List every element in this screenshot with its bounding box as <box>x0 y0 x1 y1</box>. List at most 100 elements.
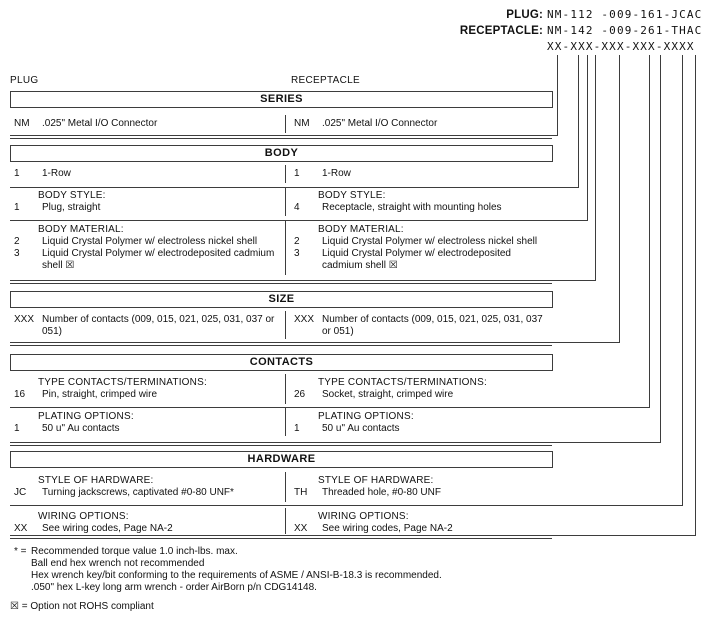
option-item: NM .025" Metal I/O Connector <box>294 118 556 130</box>
option-code: NM <box>14 118 30 129</box>
option-group-size: XXX Number of contacts (009, 015, 021, 0… <box>10 311 556 339</box>
option-desc: See wiring codes, Page NA-2 <box>322 523 453 534</box>
option-item: 1 1-Row <box>14 168 285 180</box>
option-desc: .025" Metal I/O Connector <box>42 118 158 129</box>
option-group-header: PLATING OPTIONS: <box>318 411 414 422</box>
plug-contact-type-cell: TYPE CONTACTS/TERMINATIONS: 16 Pin, stra… <box>10 374 285 404</box>
option-group-header: BODY STYLE: <box>318 190 386 201</box>
rohs-footnote-text: Option not ROHS compliant <box>30 601 154 612</box>
connector-plating <box>10 55 661 443</box>
receptacle-part-number-label: RECEPTACLE: <box>459 25 543 37</box>
option-desc: Liquid Crystal Polymer w/ electroless ni… <box>322 236 538 247</box>
receptacle-body-rows-cell: 1 1-Row <box>285 165 556 183</box>
plug-body-material-cell: BODY MATERIAL: 2 Liquid Crystal Polymer … <box>10 221 285 275</box>
option-code: TH <box>294 487 308 498</box>
option-item: TH Threaded hole, #0-80 UNF <box>294 487 556 499</box>
receptacle-body-style-cell: BODY STYLE: 4 Receptacle, straight with … <box>285 187 556 216</box>
option-desc: 1-Row <box>42 168 71 179</box>
option-desc: Threaded hole, #0-80 UNF <box>322 487 441 498</box>
part-number-pattern-value: XX-XXX-XXX-XXX-XXXX <box>547 40 695 53</box>
option-group-body-style: BODY STYLE: 1 Plug, straight BODY STYLE:… <box>10 187 556 216</box>
option-item: 16 Pin, straight, crimped wire <box>14 389 285 401</box>
option-code: 16 <box>14 389 26 400</box>
option-group-body-rows: 1 1-Row 1 1-Row <box>10 165 556 183</box>
rohs-footnote: ☒ = Option not ROHS compliant <box>10 601 154 612</box>
section-title-contacts: CONTACTS <box>10 354 553 371</box>
option-desc: Liquid Crystal Polymer w/ electroless ni… <box>42 236 258 247</box>
receptacle-plating-cell: PLATING OPTIONS: 1 50 u" Au contacts <box>285 408 556 436</box>
option-code: 1 <box>14 202 20 213</box>
option-item: 1 50 u" Au contacts <box>14 423 285 435</box>
option-desc: Number of contacts (009, 015, 021, 025, … <box>322 314 543 337</box>
option-group-header: BODY MATERIAL: <box>38 224 124 235</box>
option-code: 1 <box>14 168 20 179</box>
option-item: XX See wiring codes, Page NA-2 <box>294 523 556 535</box>
plug-part-number-row: PLUG: NM-112 -009-161-JCAC <box>400 8 702 22</box>
option-code: 2 <box>14 236 20 247</box>
option-item: 1 1-Row <box>294 168 556 180</box>
receptacle-contact-type-cell: TYPE CONTACTS/TERMINATIONS: 26 Socket, s… <box>285 374 556 404</box>
section-title-series: SERIES <box>10 91 553 108</box>
plug-column-header: PLUG <box>10 75 39 86</box>
connector-body-rows <box>10 55 579 188</box>
option-group-plating: PLATING OPTIONS: 1 50 u" Au contacts PLA… <box>10 408 556 436</box>
connector-body-style <box>10 55 588 221</box>
option-item: 4 Receptacle, straight with mounting hol… <box>294 202 556 214</box>
option-code: 26 <box>294 389 306 400</box>
plug-series-cell: NM .025" Metal I/O Connector <box>10 115 285 133</box>
plug-part-number-value: NM-112 -009-161-JCAC <box>547 8 703 21</box>
option-group-header: TYPE CONTACTS/TERMINATIONS: <box>318 377 487 388</box>
option-desc: Turning jackscrews, captivated #0-80 UNF… <box>42 487 234 498</box>
option-group-wiring: WIRING OPTIONS: XX See wiring codes, Pag… <box>10 508 556 534</box>
plug-size-cell: XXX Number of contacts (009, 015, 021, 0… <box>10 311 285 339</box>
connector-contact-type <box>10 55 650 408</box>
option-item: NM .025" Metal I/O Connector <box>14 118 285 130</box>
option-code: XX <box>14 523 28 534</box>
plug-plating-cell: PLATING OPTIONS: 1 50 u" Au contacts <box>10 408 285 436</box>
plug-part-number-label: PLUG: <box>506 9 543 21</box>
option-desc: 1-Row <box>322 168 351 179</box>
footnote-line: Ball end hex wrench not recommended <box>31 558 205 569</box>
connector-wiring <box>10 55 696 536</box>
option-code: 3 <box>14 248 20 259</box>
receptacle-body-material-cell: BODY MATERIAL: 2 Liquid Crystal Polymer … <box>285 221 556 275</box>
receptacle-size-cell: XXX Number of contacts (009, 015, 021, 0… <box>285 311 556 339</box>
option-code: XXX <box>294 314 315 325</box>
part-number-pattern-row: XX-XXX-XXX-XXX-XXXX <box>400 40 695 54</box>
option-group-contact-type: TYPE CONTACTS/TERMINATIONS: 16 Pin, stra… <box>10 374 556 404</box>
footnote-line: Hex wrench key/bit conforming to the req… <box>31 570 442 581</box>
option-desc: .025" Metal I/O Connector <box>322 118 438 129</box>
option-item: 3 Liquid Crystal Polymer w/ electrodepos… <box>14 248 285 272</box>
footnote-line: Recommended torque value 1.0 inch-lbs. m… <box>31 546 238 557</box>
option-item: 2 Liquid Crystal Polymer w/ electroless … <box>14 236 285 248</box>
footnote-line: .050" hex L-key long arm wrench - order … <box>31 582 317 593</box>
receptacle-wiring-cell: WIRING OPTIONS: XX See wiring codes, Pag… <box>285 508 556 534</box>
option-group-series: NM .025" Metal I/O Connector NM .025" Me… <box>10 115 556 133</box>
section-title-size: SIZE <box>10 291 553 308</box>
option-item: 1 50 u" Au contacts <box>294 423 556 435</box>
option-item: XX See wiring codes, Page NA-2 <box>14 523 285 535</box>
option-group-header: STYLE OF HARDWARE: <box>38 475 154 486</box>
plug-body-rows-cell: 1 1-Row <box>10 165 285 183</box>
option-group-header: BODY MATERIAL: <box>318 224 404 235</box>
option-item: 1 Plug, straight <box>14 202 285 214</box>
option-desc: Liquid Crystal Polymer w/ electrodeposit… <box>42 248 275 271</box>
option-code: 3 <box>294 248 300 259</box>
option-item: 3 Liquid Crystal Polymer w/ electrodepos… <box>294 248 556 272</box>
receptacle-column-header: RECEPTACLE <box>291 75 360 86</box>
option-group-header: PLATING OPTIONS: <box>38 411 134 422</box>
option-desc: Pin, straight, crimped wire <box>42 389 158 400</box>
footnote-asterisk: * = <box>14 546 27 557</box>
option-desc: Liquid Crystal Polymer w/ electrodeposit… <box>322 248 511 271</box>
option-desc: Plug, straight <box>42 202 101 213</box>
option-group-body-material: BODY MATERIAL: 2 Liquid Crystal Polymer … <box>10 221 556 275</box>
option-group-hardware-style: STYLE OF HARDWARE: JC Turning jackscrews… <box>10 472 556 502</box>
torque-footnote: * = Recommended torque value 1.0 inch-lb… <box>14 546 442 594</box>
option-desc: Receptacle, straight with mounting holes <box>322 202 502 213</box>
receptacle-part-number-value: NM-142 -009-261-THAC <box>547 24 703 37</box>
section-title-hardware: HARDWARE <box>10 451 553 468</box>
option-code: 4 <box>294 202 300 213</box>
connector-body-material <box>10 55 596 281</box>
receptacle-series-cell: NM .025" Metal I/O Connector <box>285 115 556 133</box>
